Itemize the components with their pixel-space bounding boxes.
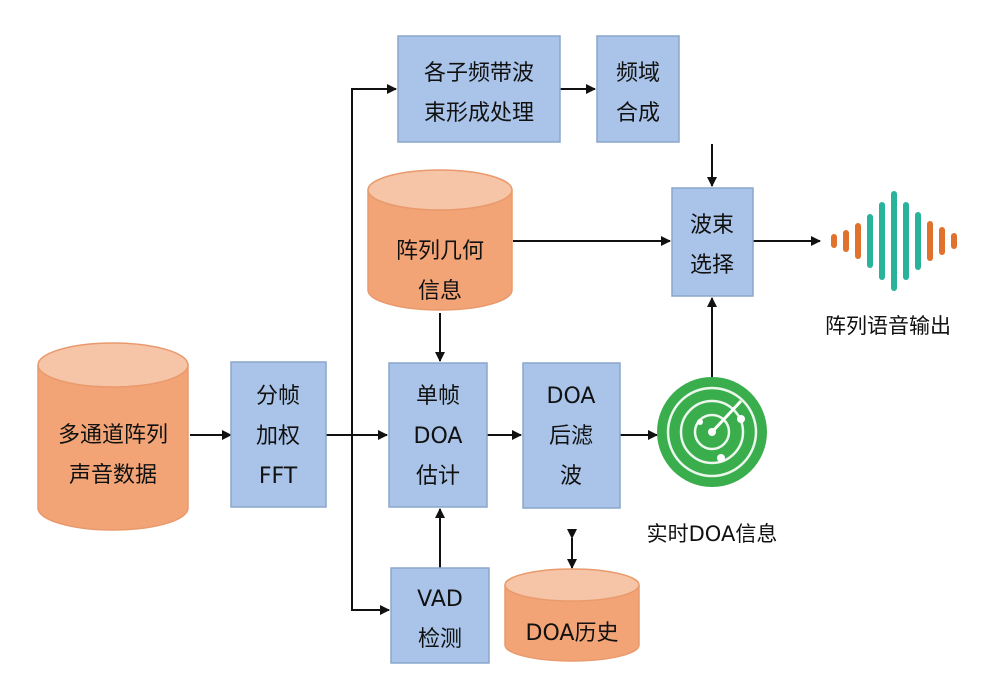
array-geometry-label-1: 阵列几何 bbox=[396, 239, 484, 264]
vad-box: VAD 检测 bbox=[390, 567, 490, 664]
frame-fft-box: 分帧 加权 FFT bbox=[230, 361, 327, 508]
doa-postfilter-box: DOA 后滤 波 bbox=[522, 362, 621, 509]
arrow-fft-to-vad bbox=[351, 435, 390, 615]
beam-select-label-2: 选择 bbox=[690, 253, 734, 278]
vad-label-1: VAD bbox=[417, 587, 463, 612]
frame-fft-label-1: 分帧 bbox=[256, 384, 300, 409]
doa-postfilter-label-3: 波 bbox=[560, 464, 582, 489]
freq-synthesis-label-2: 合成 bbox=[616, 101, 660, 126]
single-frame-doa-box: 单帧 DOA 估计 bbox=[388, 362, 488, 508]
vad-label-2: 检测 bbox=[418, 627, 462, 652]
frame-fft-label-3: FFT bbox=[259, 464, 298, 489]
arrow-fft-to-subband bbox=[351, 84, 397, 435]
frame-fft-label-2: 加权 bbox=[256, 424, 300, 449]
multichannel-data-cylinder: 多通道阵列 声音数据 bbox=[37, 342, 189, 531]
freq-synthesis-label-1: 频域 bbox=[616, 61, 660, 86]
subband-beamforming-label-2: 束形成处理 bbox=[424, 101, 534, 126]
sound-wave-icon bbox=[831, 191, 957, 291]
single-frame-doa-label-2: DOA bbox=[414, 424, 463, 449]
connectors bbox=[190, 84, 821, 615]
realtime-doa-caption: 实时DOA信息 bbox=[647, 522, 778, 546]
radar-icon bbox=[657, 377, 767, 487]
doa-history-label: DOA历史 bbox=[526, 621, 619, 646]
freq-synthesis-box: 频域 合成 bbox=[596, 35, 680, 143]
array-geometry-cylinder: 阵列几何 信息 bbox=[367, 169, 513, 311]
doa-postfilter-label-1: DOA bbox=[547, 384, 596, 409]
single-frame-doa-label-3: 估计 bbox=[416, 464, 460, 489]
doa-history-cylinder: DOA历史 bbox=[504, 568, 640, 662]
multichannel-data-label-1: 多通道阵列 bbox=[58, 423, 168, 448]
speech-output-caption: 阵列语音输出 bbox=[825, 314, 951, 338]
subband-beamforming-box: 各子频带波 束形成处理 bbox=[397, 35, 561, 143]
array-geometry-label-2: 信息 bbox=[418, 279, 462, 304]
single-frame-doa-label-1: 单帧 bbox=[416, 384, 460, 409]
multichannel-data-label-2: 声音数据 bbox=[69, 463, 157, 488]
subband-beamforming-label-1: 各子频带波 bbox=[424, 61, 534, 86]
beam-select-label-1: 波束 bbox=[690, 213, 734, 238]
doa-postfilter-label-2: 后滤 bbox=[549, 424, 593, 449]
beam-select-box: 波束 选择 bbox=[671, 187, 754, 297]
